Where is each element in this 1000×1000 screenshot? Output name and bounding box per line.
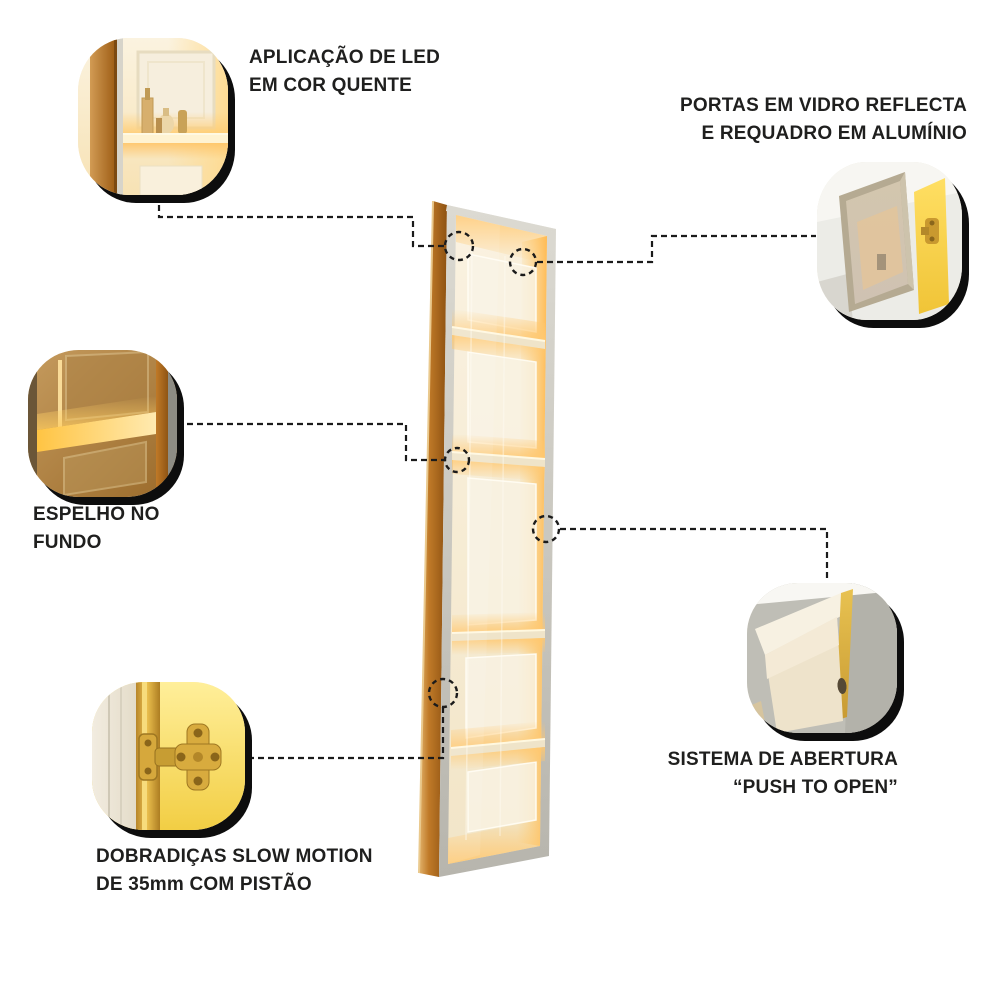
- label-espelho: ESPELHO NO FUNDO: [33, 501, 160, 556]
- detail-image-sistema: [747, 583, 897, 733]
- led-closeup-art: [78, 38, 228, 195]
- label-sistema: SISTEMA DE ABERTURA “PUSH TO OPEN”: [668, 746, 898, 801]
- marker-push-open-icon: [531, 514, 561, 544]
- mirror-closeup-art: [28, 350, 177, 497]
- label-led: APLICAÇÃO DE LED EM COR QUENTE: [249, 44, 440, 99]
- label-portas-line1: PORTAS EM VIDRO REFLECTA: [680, 95, 967, 116]
- cabinet: [418, 200, 556, 877]
- callout-markers: [427, 230, 561, 709]
- decor-bottles: [141, 88, 187, 135]
- label-dobradicas-line1: DOBRADIÇAS SLOW MOTION: [96, 846, 373, 867]
- cabinet-wood-side: [419, 201, 447, 877]
- detail-image-dobradicas: [92, 682, 245, 830]
- connector-portas: [537, 234, 816, 264]
- marker-hinge-icon: [427, 677, 459, 709]
- label-sistema-line1: SISTEMA DE ABERTURA: [667, 749, 898, 770]
- label-dobradicas: DOBRADIÇAS SLOW MOTION DE 35mm COM PISTÃ…: [96, 843, 373, 898]
- door-hinge-icon: [921, 218, 939, 244]
- glass-door-closeup-art: [817, 162, 962, 320]
- connector-led: [157, 195, 444, 248]
- connector-dobradicas: [246, 707, 445, 760]
- connector-espelho: [177, 422, 444, 462]
- detail-image-led: [78, 38, 228, 195]
- label-espelho-line1: ESPELHO NO: [33, 504, 160, 525]
- marker-mirror-icon: [443, 446, 471, 474]
- push-latch-hole: [837, 678, 847, 694]
- open-glass-door: [839, 172, 914, 312]
- label-led-line2: EM COR QUENTE: [249, 74, 413, 96]
- cabinet-shelves: [448, 309, 546, 864]
- push-open-closeup-art: [747, 583, 897, 733]
- label-led-line1: APLICAÇÃO DE LED: [249, 47, 441, 68]
- slow-motion-hinge-icon: [138, 723, 222, 791]
- led-strip-glow: [37, 412, 156, 452]
- detail-image-espelho: [28, 350, 177, 497]
- label-espelho-line2: FUNDO: [33, 531, 102, 553]
- marker-glass-door-icon: [508, 247, 538, 277]
- label-sistema-line2: “PUSH TO OPEN”: [732, 776, 898, 798]
- detail-image-portas: [817, 162, 962, 320]
- label-portas-line2: E REQUADRO EM ALUMÍNIO: [701, 122, 967, 144]
- yellow-panel: [914, 178, 949, 314]
- mirror-back-reflections: [465, 253, 537, 833]
- connector-sistema: [560, 527, 829, 582]
- marker-led-icon: [443, 230, 475, 262]
- callout-connectors: [157, 195, 829, 760]
- hinge-closeup-art: [92, 682, 245, 830]
- panel-top-face: [755, 593, 851, 655]
- label-dobradicas-line2: DE 35mm COM PISTÃO: [96, 873, 312, 895]
- label-portas: PORTAS EM VIDRO REFLECTA E REQUADRO EM A…: [680, 92, 967, 147]
